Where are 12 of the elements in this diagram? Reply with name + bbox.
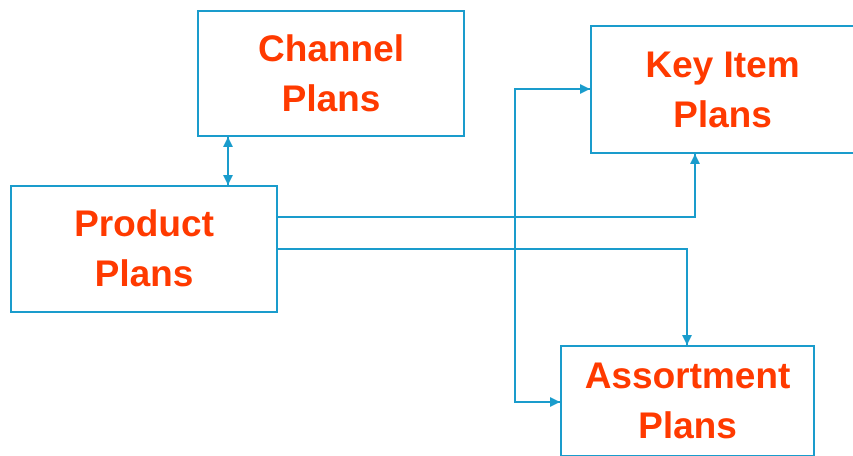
process-box — [560, 345, 815, 456]
arrow — [278, 248, 692, 345]
arrow — [278, 154, 700, 218]
process-box — [197, 10, 465, 137]
box-label: Channel Plans — [257, 26, 405, 120]
box-label: Assortment Plans — [584, 354, 792, 448]
arrow — [514, 84, 590, 407]
box-label: Product Plans — [73, 202, 215, 296]
process-box — [590, 25, 853, 154]
box-label: Key Item Plans — [644, 42, 801, 136]
process-box — [10, 185, 278, 313]
arrow — [223, 137, 233, 185]
